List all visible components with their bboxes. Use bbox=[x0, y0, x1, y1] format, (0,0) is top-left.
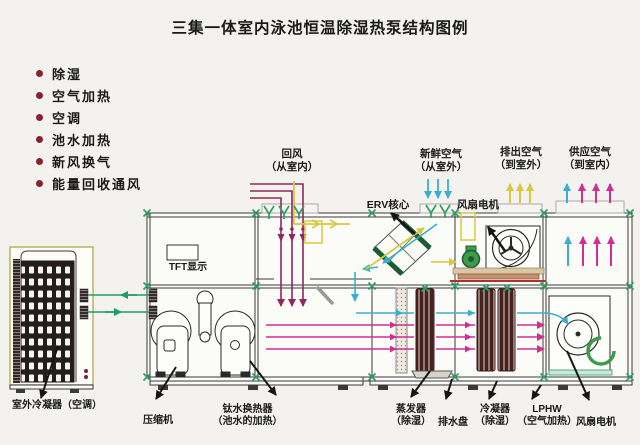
legend-item: 池水加热 bbox=[36, 128, 142, 150]
drain-pan-label: 排水盘 bbox=[438, 417, 468, 428]
lphw-label: LPHW（空气加热） bbox=[517, 404, 577, 427]
legend-label: 空调 bbox=[52, 110, 83, 126]
drain-pipe bbox=[316, 286, 334, 305]
exhaust-air-flow bbox=[293, 181, 534, 270]
exhaust-air-label: 排出空气（到室外） bbox=[494, 146, 548, 171]
fresh-air-label: 新鲜空气（从室外） bbox=[414, 148, 468, 173]
bullet-icon bbox=[36, 113, 43, 121]
condenser-label: 冷凝器（除湿） bbox=[475, 404, 515, 427]
legend-label: 除湿 bbox=[52, 66, 83, 82]
legend: 除湿 空气加热 空调 池水加热 新风换气 能量回收通风 bbox=[36, 62, 142, 194]
lphw-coil bbox=[497, 288, 516, 372]
legend-label: 能量回收通风 bbox=[52, 176, 143, 192]
supply-air-flow bbox=[266, 183, 615, 353]
supply-fan bbox=[548, 295, 616, 376]
bullet-icon bbox=[36, 69, 43, 77]
page-title: 三集一体室内泳池恒温除湿热泵结构图例 bbox=[171, 20, 469, 37]
legend-item: 新风换气 bbox=[36, 150, 142, 172]
fresh-air-flow bbox=[351, 179, 572, 325]
evaporator-label: 蒸发器（除湿） bbox=[391, 404, 431, 427]
outdoor-condenser-unit bbox=[9, 246, 94, 393]
pool-water-pipes bbox=[79, 288, 158, 320]
bullet-icon bbox=[36, 135, 43, 143]
legend-item: 能量回收通风 bbox=[36, 172, 142, 194]
callout-arrows bbox=[39, 212, 590, 401]
erv-core-label: ERV核心 bbox=[366, 199, 410, 211]
bullet-icon bbox=[36, 179, 43, 187]
tft-display-screen bbox=[166, 244, 199, 261]
tft-display-label: TFT显示 bbox=[168, 262, 208, 273]
evaporator-coil bbox=[415, 288, 435, 372]
legend-label: 空气加热 bbox=[52, 88, 113, 104]
unit-base bbox=[149, 376, 633, 390]
legend-item: 空调 bbox=[36, 106, 142, 128]
fan-motor-top-label: 风扇电机 bbox=[457, 199, 499, 211]
bullet-icon bbox=[36, 157, 43, 165]
legend-item: 空气加热 bbox=[36, 84, 142, 106]
bullet-icon bbox=[36, 91, 43, 99]
drain-pan-shape bbox=[411, 370, 453, 379]
return-air-label: 回风（从室内） bbox=[265, 148, 319, 173]
fan-motor-bottom-label: 风扇电机 bbox=[576, 417, 616, 428]
compressor-label: 压缩机 bbox=[143, 415, 173, 426]
condenser-coil bbox=[476, 288, 496, 372]
titanium-hx-label: 钛水换热器（池水的加热） bbox=[212, 404, 283, 427]
compressors bbox=[150, 290, 256, 378]
outdoor-condenser-label: 室外冷凝器（空调） bbox=[12, 400, 102, 411]
duct-collars bbox=[261, 200, 625, 214]
legend-item: 除湿 bbox=[36, 62, 142, 84]
supply-air-label: 供应空气（到室内） bbox=[563, 146, 617, 171]
legend-label: 池水加热 bbox=[52, 132, 113, 148]
legend-label: 新风换气 bbox=[52, 154, 113, 170]
